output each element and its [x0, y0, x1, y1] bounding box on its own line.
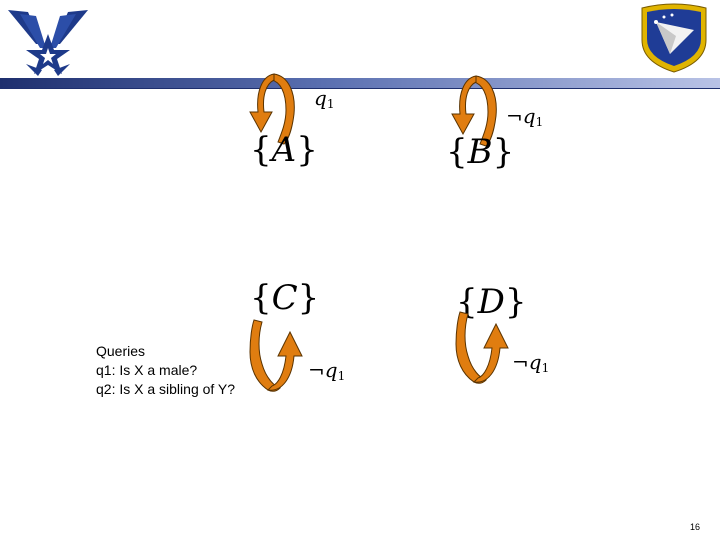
self-loop-arrow-a — [249, 73, 295, 145]
loop-label-c: ¬q1 — [308, 358, 346, 383]
queries-block: Queries q1: Is X a male? q2: Is X a sibl… — [96, 342, 235, 399]
self-loop-arrow-d — [455, 311, 509, 384]
loop-label-b: ¬q1 — [506, 104, 544, 129]
query-q2: q2: Is X a sibling of Y? — [96, 381, 236, 397]
air-force-wings-logo — [8, 10, 88, 76]
state-b: {B} — [446, 132, 515, 172]
page-number: 16 — [690, 522, 701, 532]
state-c: {C} — [250, 278, 320, 318]
afrl-shield-logo — [641, 3, 707, 73]
self-loop-arrow-b — [451, 75, 497, 147]
query-q1: q1: Is X a male? — [96, 362, 198, 378]
queries-title: Queries — [96, 343, 146, 359]
header-divider — [0, 88, 720, 89]
header-bar — [0, 78, 720, 88]
state-a: {A} — [250, 130, 318, 170]
loop-label-d: ¬q1 — [512, 350, 550, 375]
self-loop-arrow-c — [249, 319, 303, 392]
loop-label-a: q1 — [314, 86, 335, 111]
